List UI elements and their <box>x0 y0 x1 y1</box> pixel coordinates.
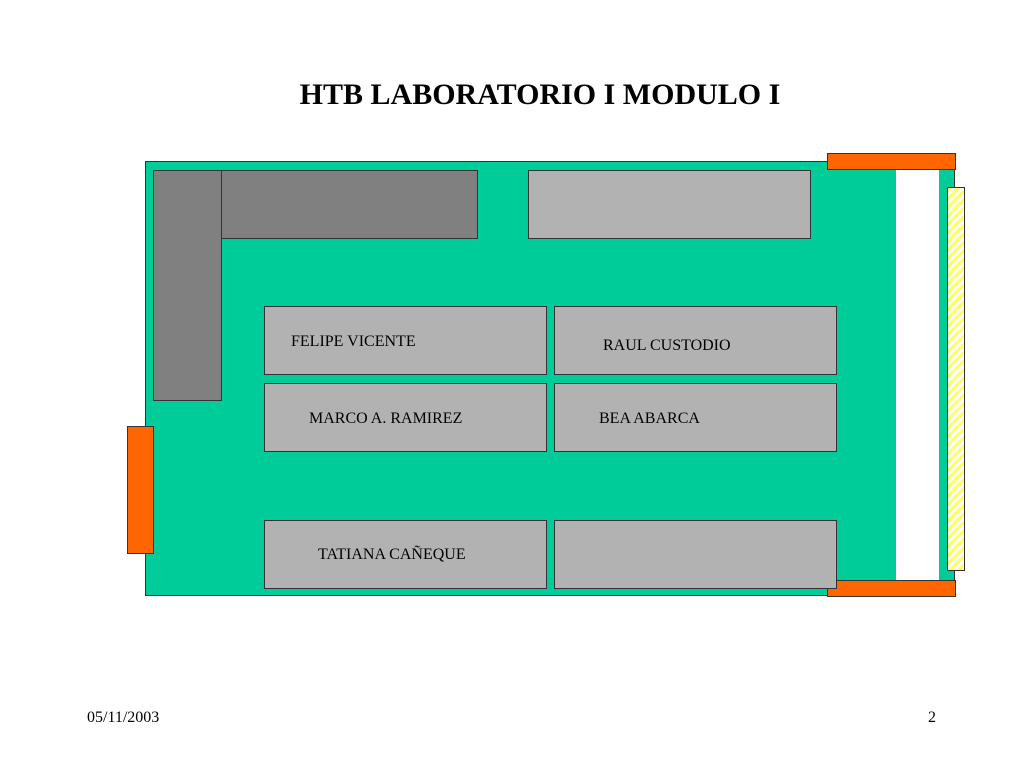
window-hatch <box>947 187 965 571</box>
desk-tatiana-caneque <box>264 520 547 589</box>
vertical-counter <box>153 170 222 401</box>
desk-marco-ramirez <box>264 383 547 452</box>
desk-label: BEA ABARCA <box>599 410 700 427</box>
desk-label: MARCO A. RAMIREZ <box>309 410 463 427</box>
desk-label: FELIPE VICENTE <box>291 333 416 350</box>
slide-title: HTB LABORATORIO I MODULO I <box>299 78 781 111</box>
desk-empty <box>554 520 837 589</box>
bottom-right-door <box>827 580 956 597</box>
window-opening <box>896 170 939 580</box>
desk-bea-abarca <box>554 383 837 452</box>
left-door <box>127 426 154 554</box>
slide-date: 05/11/2003 <box>87 709 160 726</box>
horizontal-counter <box>221 170 478 239</box>
top-right-door <box>827 153 956 170</box>
desk-label: RAUL CUSTODIO <box>603 337 731 354</box>
desk-label: TATIANA CAÑEQUE <box>318 546 466 563</box>
top-cabinet <box>528 170 811 239</box>
desk-raul-custodio <box>554 306 837 375</box>
slide-page-number: 2 <box>928 709 936 726</box>
desk-felipe-vicente <box>264 306 547 375</box>
